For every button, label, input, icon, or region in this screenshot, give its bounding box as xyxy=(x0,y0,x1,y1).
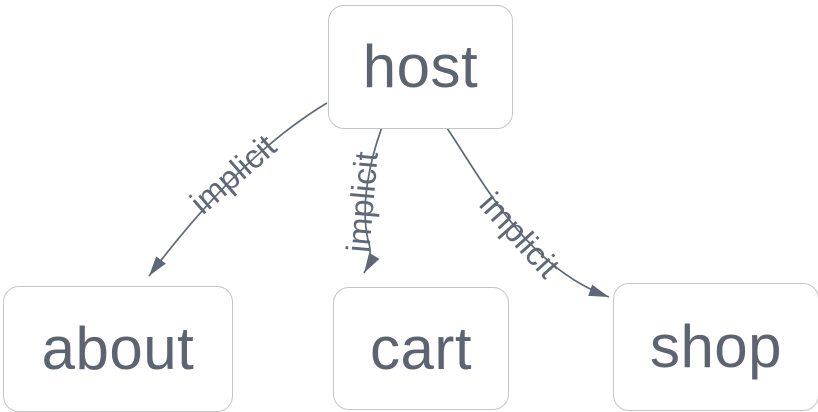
node-about-label: about xyxy=(41,315,195,382)
edge-label-host-cart: implicit xyxy=(339,150,385,254)
node-shop: shop xyxy=(613,283,818,411)
edge-host-shop xyxy=(446,127,610,298)
node-host-label: host xyxy=(362,33,479,100)
node-shop-label: shop xyxy=(649,313,783,380)
node-cart-label: cart xyxy=(369,314,473,382)
node-cart: cart xyxy=(333,287,509,410)
edge-host-cart xyxy=(363,126,383,274)
edge-host-about xyxy=(148,102,328,277)
node-host: host xyxy=(328,5,513,129)
node-about: about xyxy=(3,286,233,412)
